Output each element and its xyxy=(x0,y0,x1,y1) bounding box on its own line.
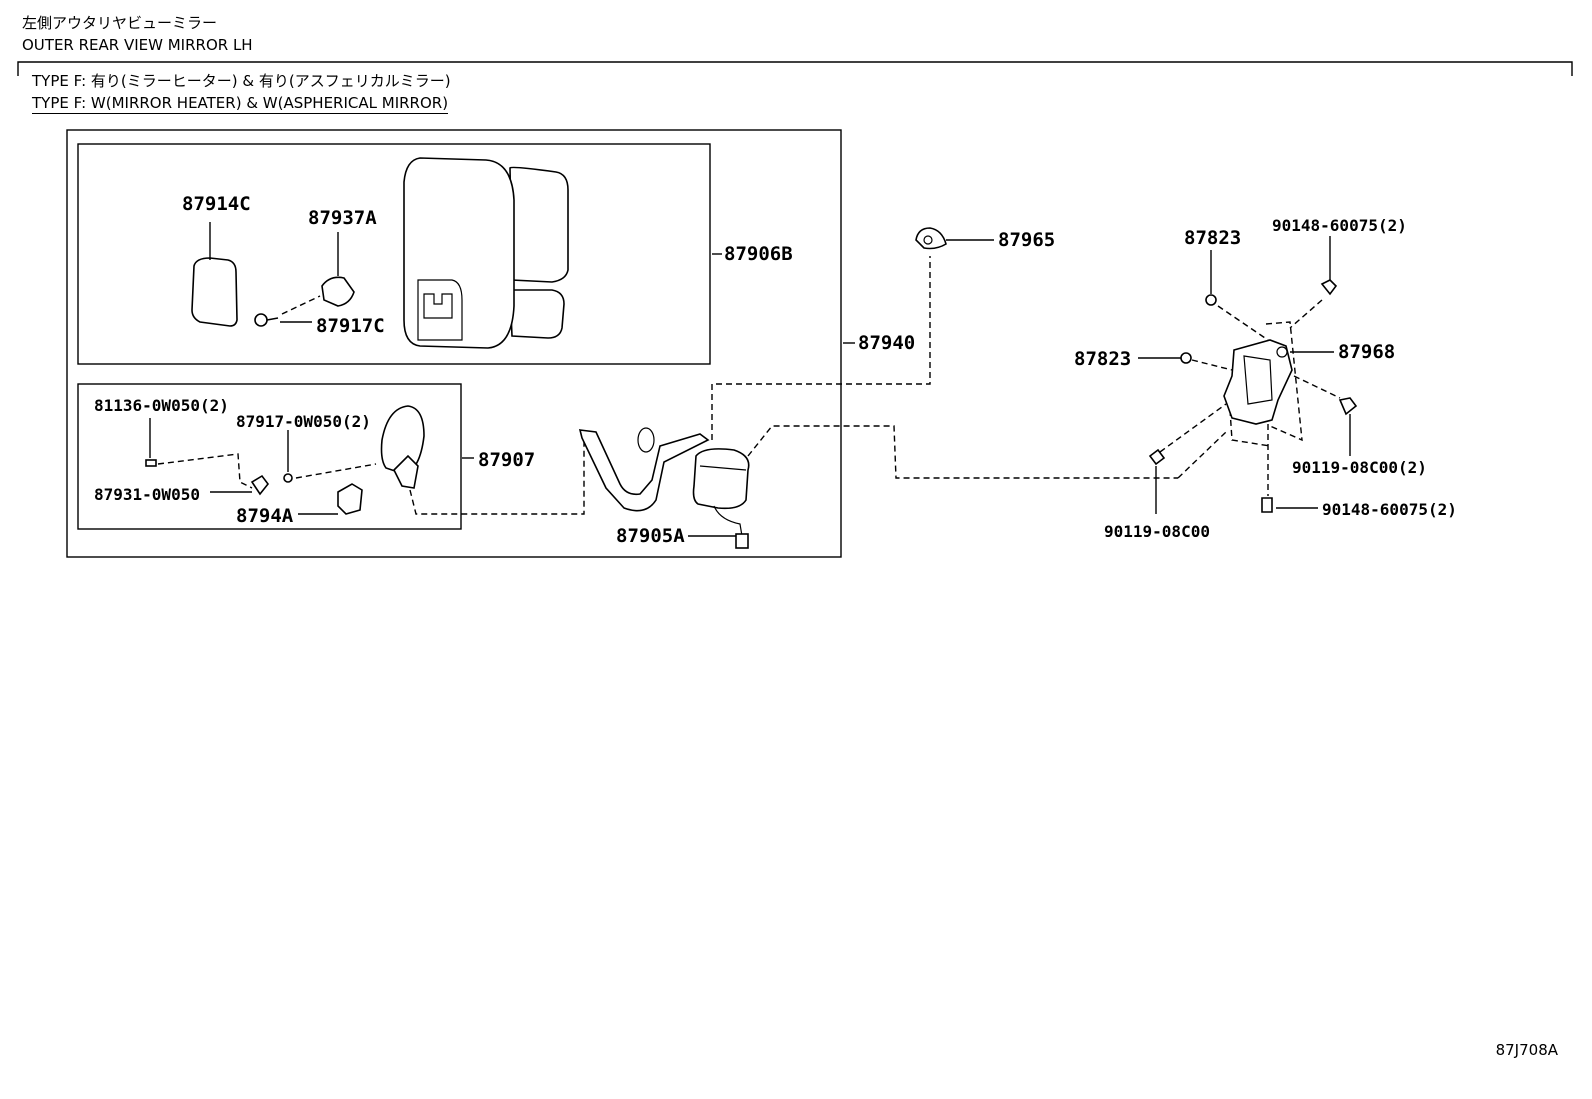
bracket-87968-part xyxy=(1223,321,1334,447)
box-87907 xyxy=(77,383,462,530)
nut-87917-part xyxy=(283,430,377,483)
bolt-90148-top-part xyxy=(1289,236,1338,329)
mirror-body-87906B-part xyxy=(403,157,722,349)
label-87917-0W050: 87917-0W050(2) xyxy=(236,412,371,431)
bracket-87937A-part xyxy=(281,232,355,315)
label-90148-60075-top: 90148-60075(2) xyxy=(1272,216,1407,235)
aspherical-mirror-87907-part xyxy=(380,405,585,515)
label-87940: 87940 xyxy=(858,332,915,354)
box-87906B xyxy=(77,143,711,365)
assembly-box-87940 xyxy=(66,129,842,558)
label-87965: 87965 xyxy=(998,229,1055,251)
label-90148-60075-bottom: 90148-60075(2) xyxy=(1322,500,1457,519)
label-90119-08C00: 90119-08C00 xyxy=(1104,522,1210,541)
holder-8794A-part xyxy=(298,483,363,515)
title-english: OUTER REAR VIEW MIRROR LH xyxy=(22,36,253,54)
label-81136-0W050: 81136-0W050(2) xyxy=(94,396,229,415)
type-japanese: TYPE F: 有り(ミラーヒーター) & 有り(アスフェリカルミラー) xyxy=(32,72,451,90)
label-87931-0W050: 87931-0W050 xyxy=(94,485,200,504)
label-8794A: 8794A xyxy=(236,505,294,527)
label-87905A: 87905A xyxy=(616,525,685,547)
label-87917C: 87917C xyxy=(316,315,385,337)
label-87906B: 87906B xyxy=(724,243,793,265)
label-90119-08C00-2: 90119-08C00(2) xyxy=(1292,458,1427,477)
header-frame xyxy=(17,61,1573,76)
screw-81136-part xyxy=(145,418,253,489)
clip-87931-part xyxy=(210,474,270,496)
washer-87823-left-part xyxy=(1138,352,1233,371)
type-english-wrap: TYPE F: W(MIRROR HEATER) & W(ASPHERICAL … xyxy=(32,94,449,114)
washer-87823-top-part xyxy=(1205,250,1269,341)
label-87823-left: 87823 xyxy=(1074,348,1131,370)
title-japanese: 左側アウタリヤビューミラー xyxy=(22,14,218,32)
type-english: TYPE F: W(MIRROR HEATER) & W(ASPHERICAL … xyxy=(32,94,449,114)
label-87937A: 87937A xyxy=(308,207,377,229)
screw-87917C-part xyxy=(254,313,312,327)
bolt-90119-right-part xyxy=(1293,375,1358,456)
bolt-90148-bottom-part xyxy=(1261,424,1318,513)
label-87968: 87968 xyxy=(1338,341,1395,363)
actuator-87905A-part xyxy=(578,256,1178,549)
cap-87965-part xyxy=(915,227,994,250)
label-87823-top: 87823 xyxy=(1184,227,1241,249)
cover-87914C-part xyxy=(191,222,238,327)
label-87914C: 87914C xyxy=(182,193,251,215)
figure-code: 87J708A xyxy=(1495,1041,1558,1059)
label-87907: 87907 xyxy=(478,449,535,471)
bolt-90119-bottom-part xyxy=(1148,403,1227,514)
